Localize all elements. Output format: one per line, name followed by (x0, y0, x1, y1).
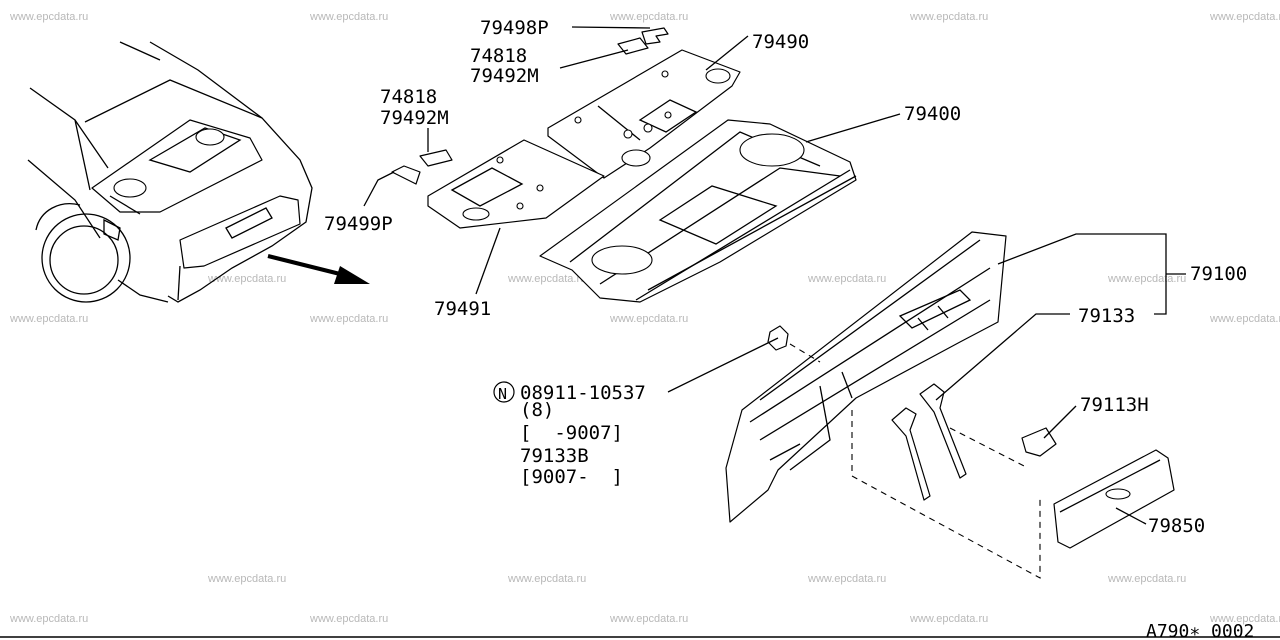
watermark: www.epcdata.ru (1209, 11, 1280, 23)
watermark: www.epcdata.ru (9, 11, 88, 23)
label-74818-top: 74818 (470, 45, 527, 67)
watermark: www.epcdata.ru (1209, 313, 1280, 325)
callout-labels: 79498P 74818 79492M 79490 74818 79492M 7… (324, 17, 1247, 537)
direction-arrow (267, 254, 370, 284)
label-79492M-left: 79492M (380, 107, 449, 129)
watermark: www.epcdata.ru (609, 11, 688, 23)
n-marker-circle (493, 381, 515, 403)
label-79499P: 79499P (324, 213, 393, 235)
parcel-shelf-pads (427, 49, 741, 229)
watermark: www.epcdata.ru (909, 11, 988, 23)
watermark: www.epcdata.ru (309, 11, 388, 23)
brackets (891, 383, 967, 501)
label-79400: 79400 (904, 103, 961, 125)
watermark: www.epcdata.ru (1107, 273, 1186, 285)
label-79490: 79490 (752, 31, 809, 53)
vehicle-rear-overview (27, 41, 313, 303)
label-79498P: 79498P (480, 17, 549, 39)
watermark: www.epcdata.ru (909, 613, 988, 625)
watermark: www.epcdata.ru (1209, 613, 1280, 625)
watermark: www.epcdata.ru (9, 313, 88, 325)
watermark: www.epcdata.ru (1107, 573, 1186, 585)
watermark: www.epcdata.ru (507, 573, 586, 585)
watermark: www.epcdata.ru (807, 573, 886, 585)
watermark: www.epcdata.ru (207, 273, 286, 285)
label-range-1: [ -9007] (520, 422, 623, 444)
watermark: www.epcdata.ru (309, 313, 388, 325)
leader-lines (363, 26, 1186, 525)
watermark: www.epcdata.ru (807, 273, 886, 285)
rear-panel-assembly (725, 231, 1007, 523)
label-79100: 79100 (1190, 263, 1247, 285)
rear-panel-upper (539, 119, 857, 303)
label-79113H: 79113H (1080, 394, 1149, 416)
watermark-layer: www.epcdata.ru www.epcdata.ru www.epcdat… (9, 11, 1280, 625)
finisher-79850 (1053, 449, 1175, 549)
n-marker: N (498, 385, 507, 403)
alignment-dashes (789, 343, 1041, 579)
clip-79113H (1021, 427, 1057, 457)
label-range-2: [9007- ] (520, 466, 623, 488)
watermark: www.epcdata.ru (207, 573, 286, 585)
watermark: www.epcdata.ru (609, 313, 688, 325)
watermark: www.epcdata.ru (507, 273, 586, 285)
diagram-code: A790∗ 0002 (1146, 621, 1254, 640)
label-79133B: 79133B (520, 445, 589, 467)
watermark: www.epcdata.ru (309, 613, 388, 625)
label-quantity: (8) (520, 399, 554, 421)
label-79850: 79850 (1148, 515, 1205, 537)
label-79492M-top: 79492M (470, 65, 539, 87)
watermark: www.epcdata.ru (9, 613, 88, 625)
label-08911-10537: 08911-10537 (520, 382, 646, 404)
label-74818-left: 74818 (380, 86, 437, 108)
label-79133: 79133 (1078, 305, 1135, 327)
small-pads (391, 27, 669, 185)
watermark: www.epcdata.ru (609, 613, 688, 625)
label-79491: 79491 (434, 298, 491, 320)
